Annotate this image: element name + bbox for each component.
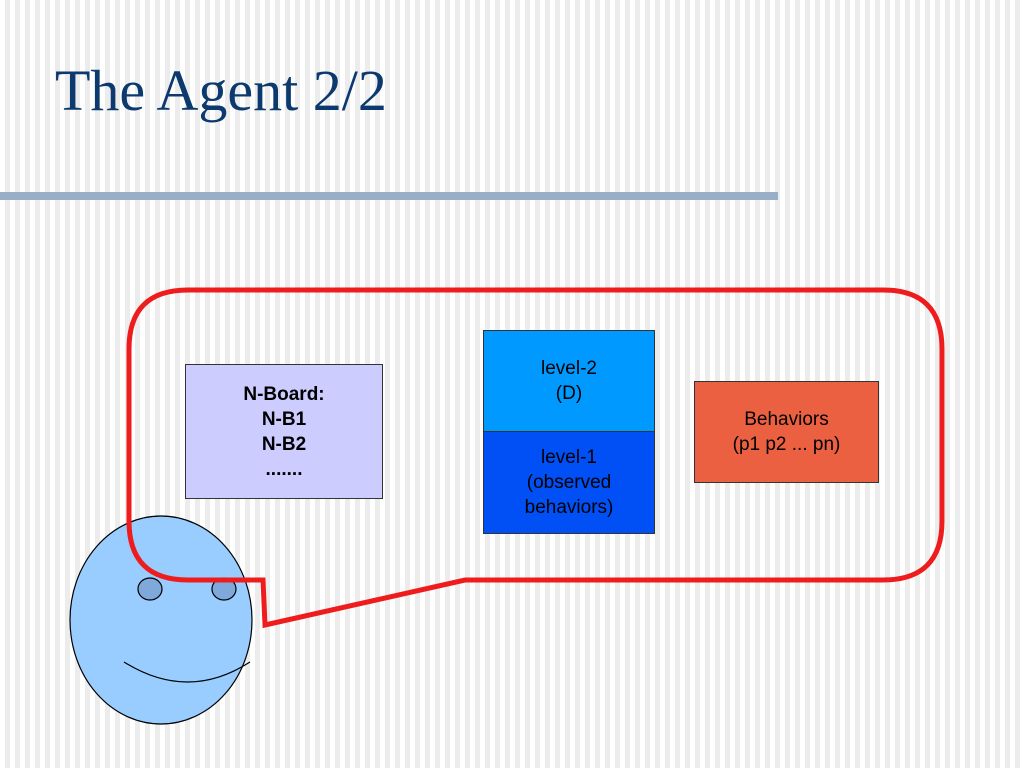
n-board-item-1: N-B1 xyxy=(261,408,307,430)
title-underline xyxy=(0,192,778,200)
agent-smile xyxy=(123,661,251,683)
behaviors-params: (p1 p2 ... pn) xyxy=(732,434,841,455)
agent-face xyxy=(69,515,253,725)
n-board-ellipsis: ....... xyxy=(265,458,303,480)
n-board-box: N-Board: N-B1 N-B2 ....... xyxy=(185,364,383,499)
level-2-box: level-2 (D) xyxy=(483,330,655,432)
level-2-label: level-2 xyxy=(541,358,597,379)
behaviors-box: Behaviors (p1 p2 ... pn) xyxy=(694,381,879,483)
level-1-box: level-1 (observed behaviors) xyxy=(483,431,655,534)
level-2-subtitle: (D) xyxy=(555,383,583,404)
level-1-subtitle-line-1: (observed xyxy=(526,472,612,493)
n-board-item-2: N-B2 xyxy=(261,433,307,455)
slide-title: The Agent 2/2 xyxy=(55,58,387,123)
n-board-label: N-Board: xyxy=(243,383,325,405)
level-1-subtitle-line-2: behaviors) xyxy=(524,497,614,518)
behaviors-label: Behaviors xyxy=(744,409,829,430)
thought-bubble-outline xyxy=(126,287,945,629)
agent-left-eye xyxy=(137,577,163,601)
level-1-label: level-1 xyxy=(541,447,597,468)
